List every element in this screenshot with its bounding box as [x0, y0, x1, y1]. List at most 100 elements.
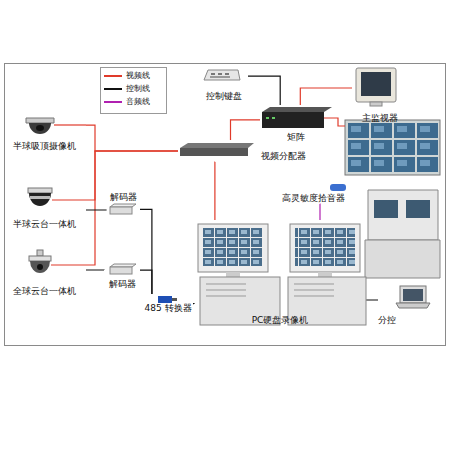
device-label: PC硬盘录像机: [252, 315, 309, 326]
legend-swatch: [104, 101, 122, 103]
main-monitor: [370, 102, 382, 106]
matrix-device: [262, 112, 324, 128]
keyboard-device: [211, 73, 215, 75]
microphone-device: [330, 184, 346, 191]
main-monitor: [361, 72, 391, 96]
microphone-node: 高灵敏度拾音器: [282, 180, 352, 204]
video-wall: [345, 120, 440, 175]
pc-recorder: [226, 272, 240, 277]
distributor-device: [180, 148, 248, 156]
camera-video-wire: [54, 124, 86, 125]
decoder-node: 解码器: [104, 262, 140, 290]
recorder-node: PC硬盘录像机: [193, 220, 367, 326]
laptop-device: [403, 289, 423, 301]
matrix-device: [262, 107, 332, 112]
remote-node: 分控: [378, 282, 434, 326]
signal-wire: [86, 125, 178, 151]
decoder-node: 解码器: [106, 192, 140, 218]
legend-entry: 视频线: [104, 71, 150, 81]
speed-dome-camera: [30, 261, 50, 273]
signal-wire: [193, 303, 194, 304]
ptz-dome-camera: [28, 188, 52, 193]
speed-dome-camera: [29, 250, 51, 273]
laptop-device: [396, 303, 430, 308]
legend-swatch: [104, 75, 122, 77]
pc-recorder: [198, 224, 268, 272]
console-desk: [368, 190, 438, 240]
laptop-device: [396, 286, 430, 308]
pc-recorder: [290, 224, 360, 272]
device-label: 半球吸顶摄像机: [13, 141, 76, 152]
matrix-wall-wire: [324, 118, 345, 126]
video-wall: [348, 123, 439, 172]
speed-dome-camera: [29, 256, 51, 261]
pc-recorder: [203, 228, 263, 266]
legend-frame: [101, 68, 167, 114]
device-label: 485 转换器: [144, 303, 191, 314]
camera-video-wire: [51, 264, 86, 265]
converter-device: [158, 296, 172, 303]
legend-text: 控制线: [126, 84, 150, 94]
device-label: 矩阵: [287, 132, 305, 143]
monitor-node: 主监视器: [352, 66, 408, 124]
signal-wire: [248, 76, 280, 105]
camera-node: 全球云台一体机: [2, 247, 86, 297]
device-label: 高灵敏度拾音器: [282, 193, 345, 204]
device-label: 视频分配器: [261, 151, 306, 162]
matrix-device: [262, 107, 332, 128]
decoder-device: [110, 207, 132, 214]
console-desk: [374, 200, 398, 218]
signal-wire: [86, 209, 106, 211]
distributor-device: [180, 143, 254, 148]
console-desk: [365, 240, 440, 278]
speed-dome-camera: [37, 250, 43, 256]
keyboard-device: [225, 73, 229, 75]
dome-camera: [29, 123, 51, 134]
device-label: 解码器: [110, 192, 137, 203]
matrix-device: [266, 117, 269, 119]
device-label: 半球云台一体机: [13, 219, 76, 230]
decoder-device: [110, 204, 136, 274]
keyboard-node: 控制键盘: [200, 68, 248, 102]
signal-wire: [231, 120, 261, 140]
dome-camera: [36, 125, 44, 131]
legend-entry: 控制线: [104, 84, 150, 94]
distributor-node: 视频分配器: [178, 140, 306, 162]
distributor-device: [180, 143, 254, 156]
keyboard-device: [218, 73, 222, 75]
dome-camera: [26, 118, 54, 134]
ptz-dome-camera: [29, 193, 51, 206]
signal-wire: [319, 204, 320, 220]
pc-recorder: [295, 228, 355, 266]
converter-node: 485 转换器: [142, 294, 194, 314]
signal-wire: [140, 270, 152, 294]
dome-camera: [26, 118, 54, 123]
pc-recorder: [318, 272, 332, 277]
video-wall: [345, 120, 440, 175]
device-label: 全球云台一体机: [13, 286, 76, 297]
signal-wire: [300, 88, 352, 105]
pc-recorder: [198, 224, 366, 325]
signal-wire: [86, 151, 178, 265]
device-label: 分控: [378, 315, 396, 326]
decoder-device: [110, 267, 132, 274]
legend-swatch: [104, 88, 122, 90]
speed-dome-camera: [37, 264, 43, 270]
legend-text: 音频线: [126, 97, 150, 107]
outer-frame: [5, 64, 446, 346]
signal-wire: [86, 269, 104, 270]
ptz-dome-camera: [28, 188, 52, 206]
pc-recorder: [294, 284, 334, 296]
device-label: 主监视器: [362, 113, 398, 124]
legend-text: 视频线: [126, 71, 150, 81]
console-desk: [406, 200, 430, 218]
pc-recorder: [206, 284, 246, 296]
camera-video-wire: [52, 199, 86, 200]
keyboard-device: [204, 70, 240, 80]
camera-node: 半球云台一体机: [2, 182, 86, 230]
signal-wire: [214, 162, 215, 220]
device-label: 解码器: [109, 279, 136, 290]
signal-wire: [367, 299, 378, 301]
matrix-node: 矩阵: [260, 105, 332, 143]
